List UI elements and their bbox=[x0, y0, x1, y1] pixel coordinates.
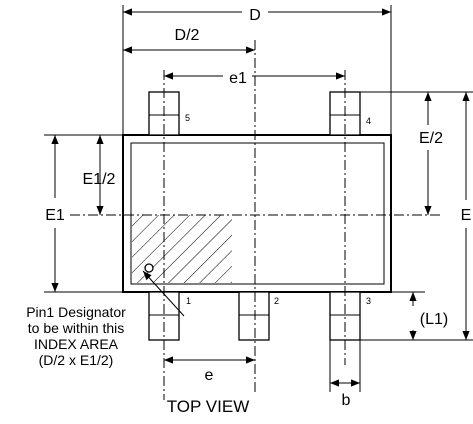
label-E1-half: E1/2 bbox=[83, 171, 116, 188]
label-E1: E1 bbox=[45, 207, 65, 224]
view-title: TOP VIEW bbox=[167, 397, 250, 416]
pin-number-3: 3 bbox=[366, 296, 371, 306]
pin1-note: Pin1 Designator to be within this INDEX … bbox=[26, 304, 126, 368]
label-D-half: D/2 bbox=[175, 27, 200, 44]
pin-2 bbox=[238, 291, 270, 341]
pin-number-4: 4 bbox=[366, 116, 371, 126]
center-lines bbox=[70, 40, 440, 400]
pin1-note-line-1: Pin1 Designator bbox=[26, 304, 126, 320]
pin1-index-area bbox=[132, 215, 232, 283]
pin1-leader bbox=[142, 270, 185, 317]
label-D: D bbox=[249, 7, 261, 24]
pin-number-1: 1 bbox=[186, 296, 191, 306]
dimension-lines bbox=[51, 8, 470, 387]
pin-number-2: 2 bbox=[274, 296, 279, 306]
label-e1: e1 bbox=[229, 70, 247, 87]
pin1-note-line-4: (D/2 x E1/2) bbox=[39, 352, 114, 368]
pin1-note-line-2: to be within this bbox=[28, 320, 125, 336]
label-E-half: E/2 bbox=[419, 130, 443, 147]
label-e: e bbox=[205, 367, 214, 384]
label-b: b bbox=[342, 392, 351, 409]
pin1-designator-dot bbox=[144, 263, 154, 273]
label-E: E bbox=[461, 207, 472, 224]
pin1-note-line-3: INDEX AREA bbox=[34, 336, 119, 352]
pin-number-5: 5 bbox=[185, 113, 190, 123]
label-L1: (L1) bbox=[420, 311, 448, 328]
